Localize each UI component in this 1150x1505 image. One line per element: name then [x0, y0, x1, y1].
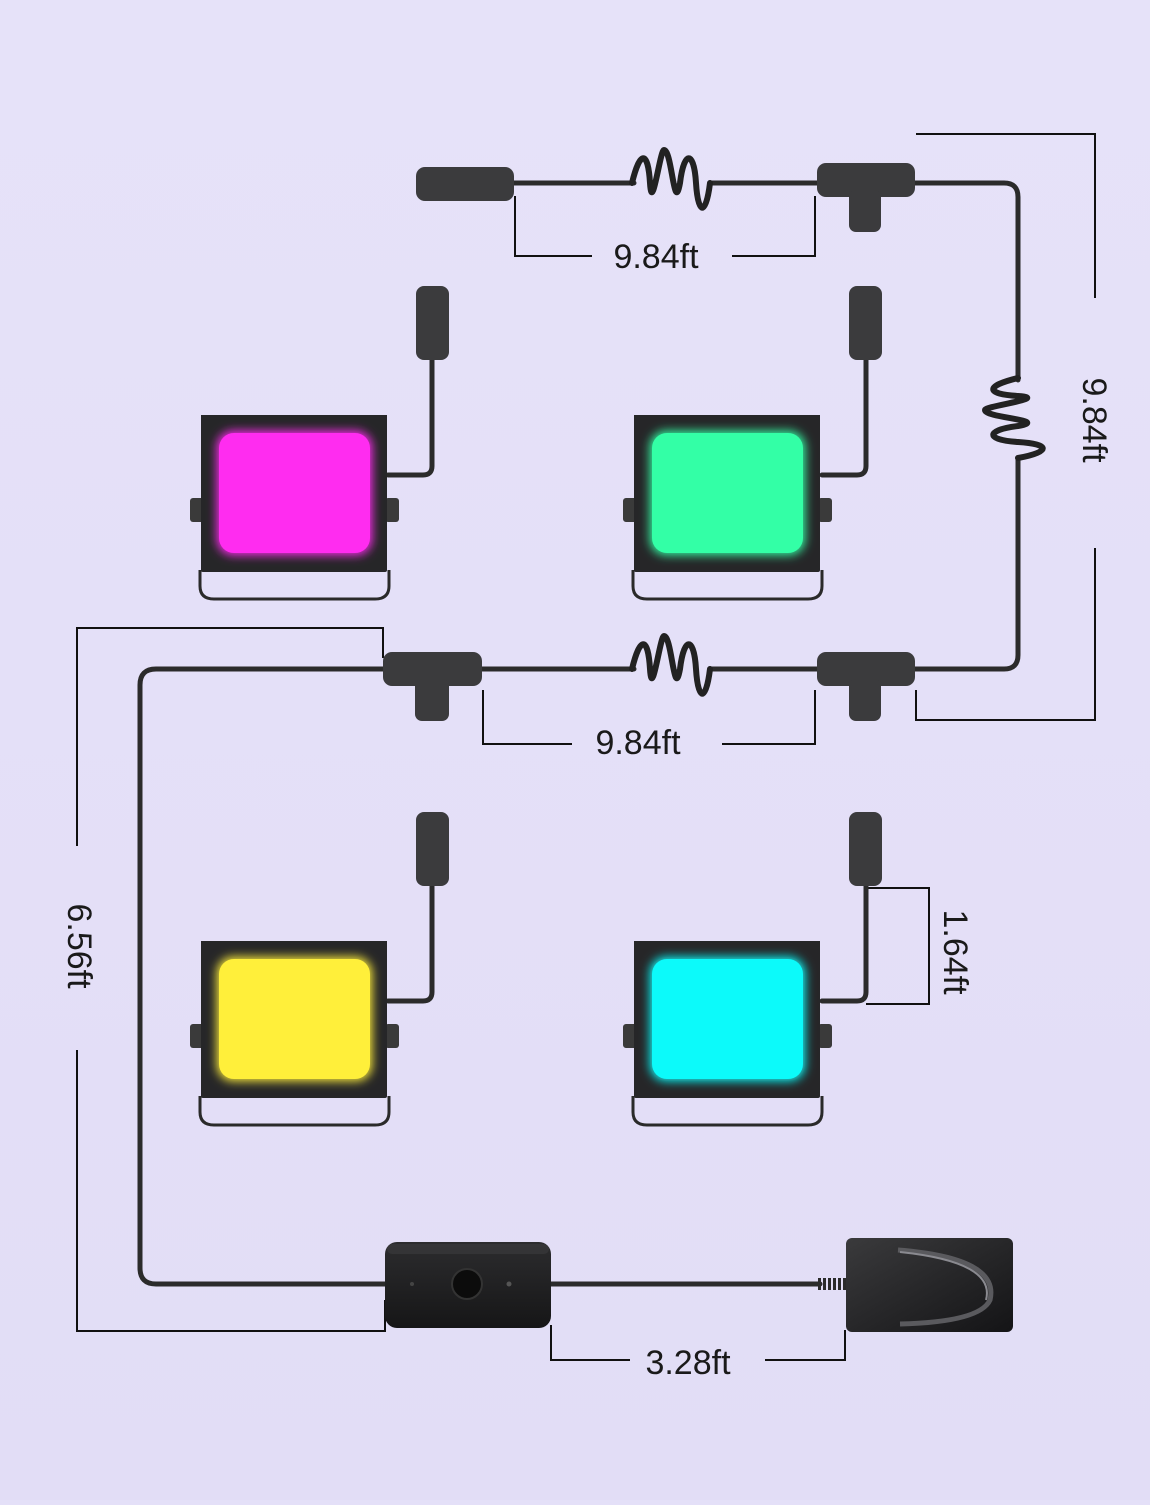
- label-lead-length: 1.64ft: [936, 909, 974, 995]
- power-adapter: [846, 1238, 1013, 1332]
- flood-light-top-right: [623, 415, 832, 601]
- label-adapter-length: 3.28ft: [645, 1344, 731, 1382]
- coil-middle: [629, 633, 713, 697]
- dimension-labels: 9.84ft 9.84ft 3.28ft 9.84ft 6.56ft 1.64f…: [60, 238, 1113, 1382]
- controller-box: [385, 1242, 551, 1328]
- flood-light-top-left: [190, 415, 399, 601]
- label-middle-length: 9.84ft: [595, 724, 681, 762]
- flood-light-bottom-right: [623, 941, 832, 1127]
- t-connector-top-right: [817, 163, 915, 232]
- label-left-length: 6.56ft: [60, 903, 98, 989]
- controller-button-icon: [451, 1268, 483, 1300]
- end-cap-connector: [416, 167, 514, 201]
- dimension-lines: [76, 133, 1096, 1361]
- cables: [137, 180, 1021, 1290]
- light-lens-core: [652, 433, 803, 553]
- t-connector-middle-right: [817, 652, 915, 721]
- light-lens-core: [652, 959, 803, 1079]
- label-right-length: 9.84ft: [1075, 377, 1113, 463]
- t-connector-middle-left: [383, 652, 482, 721]
- light-plugs: [416, 286, 882, 886]
- coil-top: [629, 147, 713, 211]
- coil-right: [982, 375, 1046, 461]
- light-lens-core: [219, 433, 370, 553]
- flood-light-bottom-left: [190, 941, 399, 1127]
- light-lens-core: [219, 959, 370, 1079]
- label-top-length: 9.84ft: [613, 238, 699, 276]
